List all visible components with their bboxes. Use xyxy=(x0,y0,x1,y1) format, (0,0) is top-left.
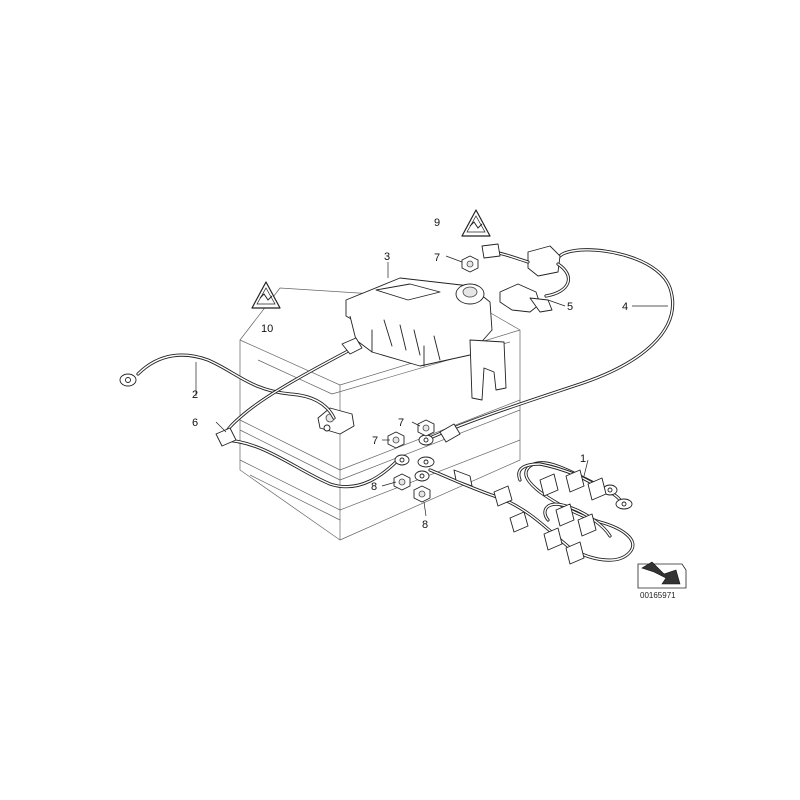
battery-cable-6 xyxy=(215,337,410,489)
callout-8-bottom: 8 xyxy=(422,519,428,531)
callout-9: 9 xyxy=(434,217,440,229)
callout-7-right: 7 xyxy=(398,417,404,429)
callout-3: 3 xyxy=(384,251,390,263)
hex-nut-8-left xyxy=(393,473,411,491)
leader-lines xyxy=(195,255,668,517)
battery-terminal-clamp xyxy=(317,407,355,435)
battery-cable-4 xyxy=(418,243,675,446)
callout-8-left: 8 xyxy=(371,481,377,493)
callout-6: 6 xyxy=(192,417,198,429)
battery-cable-1 xyxy=(414,456,635,565)
terminal-cover-5 xyxy=(499,283,553,313)
hex-nut-7-left xyxy=(387,431,405,449)
callout-1: 1 xyxy=(580,453,586,465)
hex-nut-7-right xyxy=(417,419,435,437)
battery-cable-2 xyxy=(119,353,336,420)
document-id: 00165971 xyxy=(640,591,676,600)
callout-7-left: 7 xyxy=(372,435,378,447)
hex-nut-7-top xyxy=(461,255,479,273)
battery-warning-triangle-icon xyxy=(251,281,281,309)
hex-nut-8-bottom xyxy=(413,485,431,503)
callout-5: 5 xyxy=(567,301,573,313)
callout-2: 2 xyxy=(192,389,198,401)
callout-10: 10 xyxy=(261,323,273,335)
callout-4: 4 xyxy=(622,301,628,313)
front-direction-arrow-icon xyxy=(637,561,687,589)
battery-terminal-fuse-box xyxy=(345,277,507,401)
battery-warning-triangle-icon xyxy=(461,209,491,237)
callout-7-top: 7 xyxy=(434,252,440,264)
